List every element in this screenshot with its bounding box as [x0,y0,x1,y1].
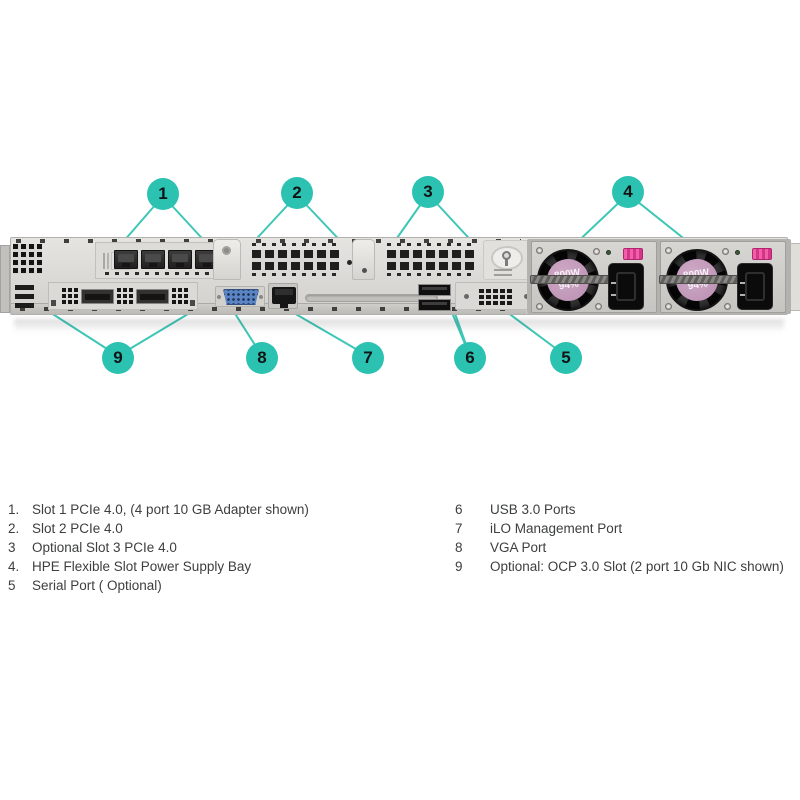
callout-5: 5 [550,342,582,374]
rj45-port [272,287,296,304]
legend-item-2: 2. Slot 2 PCIe 4.0 [8,521,123,537]
sfp-port-1 [81,289,114,304]
card-notch [190,300,195,306]
vent-cluster [117,288,133,304]
callout-8: 8 [246,342,278,374]
slot3-vent-dashes [387,273,474,276]
chassis-shadow [14,319,784,332]
callout-2: 2 [281,177,313,209]
usb-port-2 [418,299,451,311]
psu-status-led [735,250,740,255]
callout-1: 1 [147,178,179,210]
legend-item-4: 4. HPE Flexible Slot Power Supply Bay [8,559,252,575]
card-marking [107,253,109,269]
left-vent-grid [13,244,42,274]
legend-item-8: 8 VGA Port [455,540,547,556]
legend-item-9: 9 Optional: OCP 3.0 Slot (2 port 10 Gb N… [455,559,784,575]
legend-item-3: 3 Optional Slot 3 PCIe 4.0 [8,540,177,556]
screw [665,247,672,254]
callout-3: 3 [412,176,444,208]
riser-slot-groove [305,294,438,302]
callout-9: 9 [102,342,134,374]
latch-hole [222,246,231,255]
legend-item-7: 7 iLO Management Port [455,521,623,537]
usb-ports [418,284,451,311]
screw [464,294,469,299]
card-marking [103,253,105,269]
screw [536,303,543,310]
callout-4: 4 [612,176,644,208]
slot3-grille [387,250,474,270]
screw [259,295,263,299]
serial-port-blank [455,282,538,310]
legend-left-column: 1. Slot 1 PCIe 4.0, (4 port 10 GB Adapte… [8,503,438,598]
chassis-left-ear [0,245,10,313]
slot1-vent-dashes [105,272,225,275]
status-led-labels [494,274,512,276]
chassis-latch-plate [483,240,529,280]
riser-latch-2 [352,239,375,280]
keyhole-stem [505,259,508,266]
ocp-slot-card [48,282,198,310]
status-led-labels [494,269,512,271]
port-tab [280,304,288,308]
power-supply-1: 800W 94% [530,241,657,313]
screw [524,294,529,299]
vga-connector [223,289,259,305]
psu-handle [530,275,614,284]
left-vent-bars [15,285,34,310]
vent-cluster [172,288,188,304]
usb-port-1 [418,284,451,296]
psu-release-clip [752,248,772,260]
riser-latch-1 [213,239,241,280]
slot3-vent-dashes [387,243,474,246]
rj45-port-2 [141,250,165,269]
screw [724,303,731,310]
bottom-vent-dashes [20,307,520,311]
serial-vent-holes [479,289,512,305]
vga-port [215,286,265,307]
slot2-vent-dashes [252,243,339,246]
sfp-port-2 [136,289,169,304]
legend-right-column: 6 USB 3.0 Ports 7 iLO Management Port 8 … [455,503,795,579]
callout-7: 7 [352,342,384,374]
screw [593,248,600,255]
legend-item-6: 6 USB 3.0 Ports [455,502,576,517]
server-rear-illustration: 800W 94% 800W 94% [0,237,800,315]
psu-power-inlet [608,263,644,310]
screw [595,303,602,310]
psu-status-led [606,250,611,255]
psu-handle [659,275,743,284]
screw [665,303,672,310]
screw [347,260,352,265]
psu-power-inlet [737,263,773,310]
screw [217,295,221,299]
rj45-port-3 [168,250,192,269]
psu-release-clip [623,248,643,260]
screw [536,247,543,254]
rj45-port-1 [114,250,138,269]
power-supply-2: 800W 94% [659,241,786,313]
top-vent-dashes [16,239,521,243]
slot2-grille [252,250,339,270]
card-notch [51,300,56,306]
ilo-management-port [268,283,298,309]
slot2-vent-dashes [252,273,339,276]
vent-cluster [62,288,78,304]
legend-item-5: 5 Serial Port ( Optional) [8,578,162,594]
callout-6: 6 [454,342,486,374]
latch-dot [362,268,367,273]
screw [722,248,729,255]
legend-item-1: 1. Slot 1 PCIe 4.0, (4 port 10 GB Adapte… [8,502,309,517]
